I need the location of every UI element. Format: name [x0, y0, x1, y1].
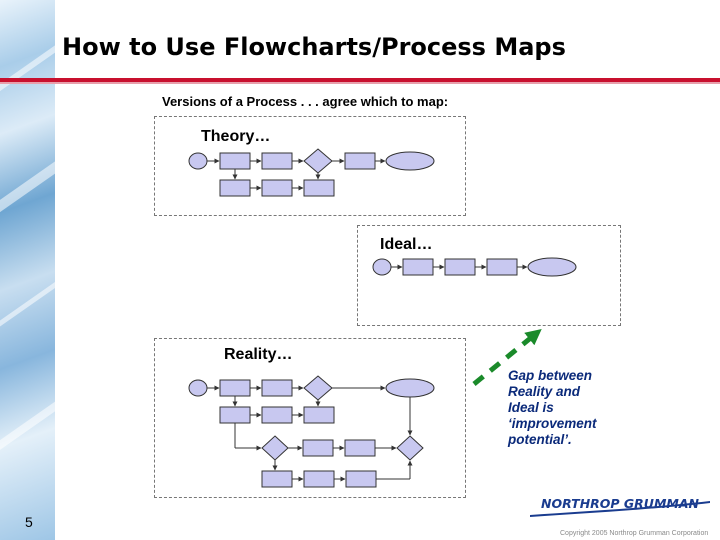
gap-callout: Gap between Reality and Ideal is ‘improv…: [508, 368, 628, 448]
ideal-step: [402, 258, 434, 276]
theory-step: [261, 179, 293, 197]
theory-step: [344, 152, 376, 170]
theory-end-terminal: [385, 151, 435, 171]
ideal-flowchart: [372, 257, 577, 277]
theory-decision: [303, 148, 333, 174]
ideal-panel: [357, 225, 621, 326]
slide-number: 5: [25, 514, 33, 530]
theory-start-terminal: [188, 152, 208, 170]
theory-step: [219, 179, 251, 197]
reality-decision: [303, 375, 333, 401]
gap-callout-line: ‘improvement: [508, 416, 597, 431]
gap-callout-line: potential’.: [508, 432, 572, 447]
reality-decision: [261, 435, 289, 461]
reality-step: [261, 379, 293, 397]
title-divider: [0, 78, 720, 82]
gap-callout-line: Gap between: [508, 368, 593, 383]
logo-wordmark: NORTHROP GRUMMAN: [541, 496, 699, 511]
reality-end-terminal: [385, 378, 435, 398]
reality-label: Reality…: [224, 346, 293, 363]
title-divider-shadow: [0, 82, 720, 84]
ideal-step: [486, 258, 518, 276]
reality-step: [261, 406, 293, 424]
reality-step: [219, 406, 251, 424]
reality-step: [303, 406, 335, 424]
reality-start-terminal: [188, 379, 208, 397]
reality-decision: [396, 435, 424, 461]
reality-step: [344, 439, 376, 457]
sidebar-background: [0, 0, 55, 540]
theory-step: [261, 152, 293, 170]
theory-flowchart: [188, 148, 435, 197]
ideal-label: Ideal…: [380, 236, 433, 253]
gap-callout-line: Ideal is: [508, 400, 554, 415]
slide-title: How to Use Flowcharts/Process Maps: [62, 33, 566, 61]
ideal-end-terminal: [527, 257, 577, 277]
northrop-grumman-logo: NORTHROP GRUMMAN: [530, 496, 710, 517]
reality-step: [219, 379, 251, 397]
gap-callout-line: Reality and: [508, 384, 581, 399]
reality-step: [303, 470, 335, 488]
reality-step: [345, 470, 377, 488]
ideal-start-terminal: [372, 258, 392, 276]
theory-step: [219, 152, 251, 170]
theory-label: Theory…: [201, 128, 271, 145]
copyright-text: Copyright 2005 Northrop Grumman Corporat…: [560, 530, 709, 537]
gap-arrow: [472, 328, 542, 386]
theory-step: [303, 179, 335, 197]
reality-step: [261, 470, 293, 488]
reality-step: [302, 439, 334, 457]
slide-subtitle: Versions of a Process . . . agree which …: [162, 94, 449, 109]
ideal-step: [444, 258, 476, 276]
reality-flowchart: [188, 375, 435, 488]
